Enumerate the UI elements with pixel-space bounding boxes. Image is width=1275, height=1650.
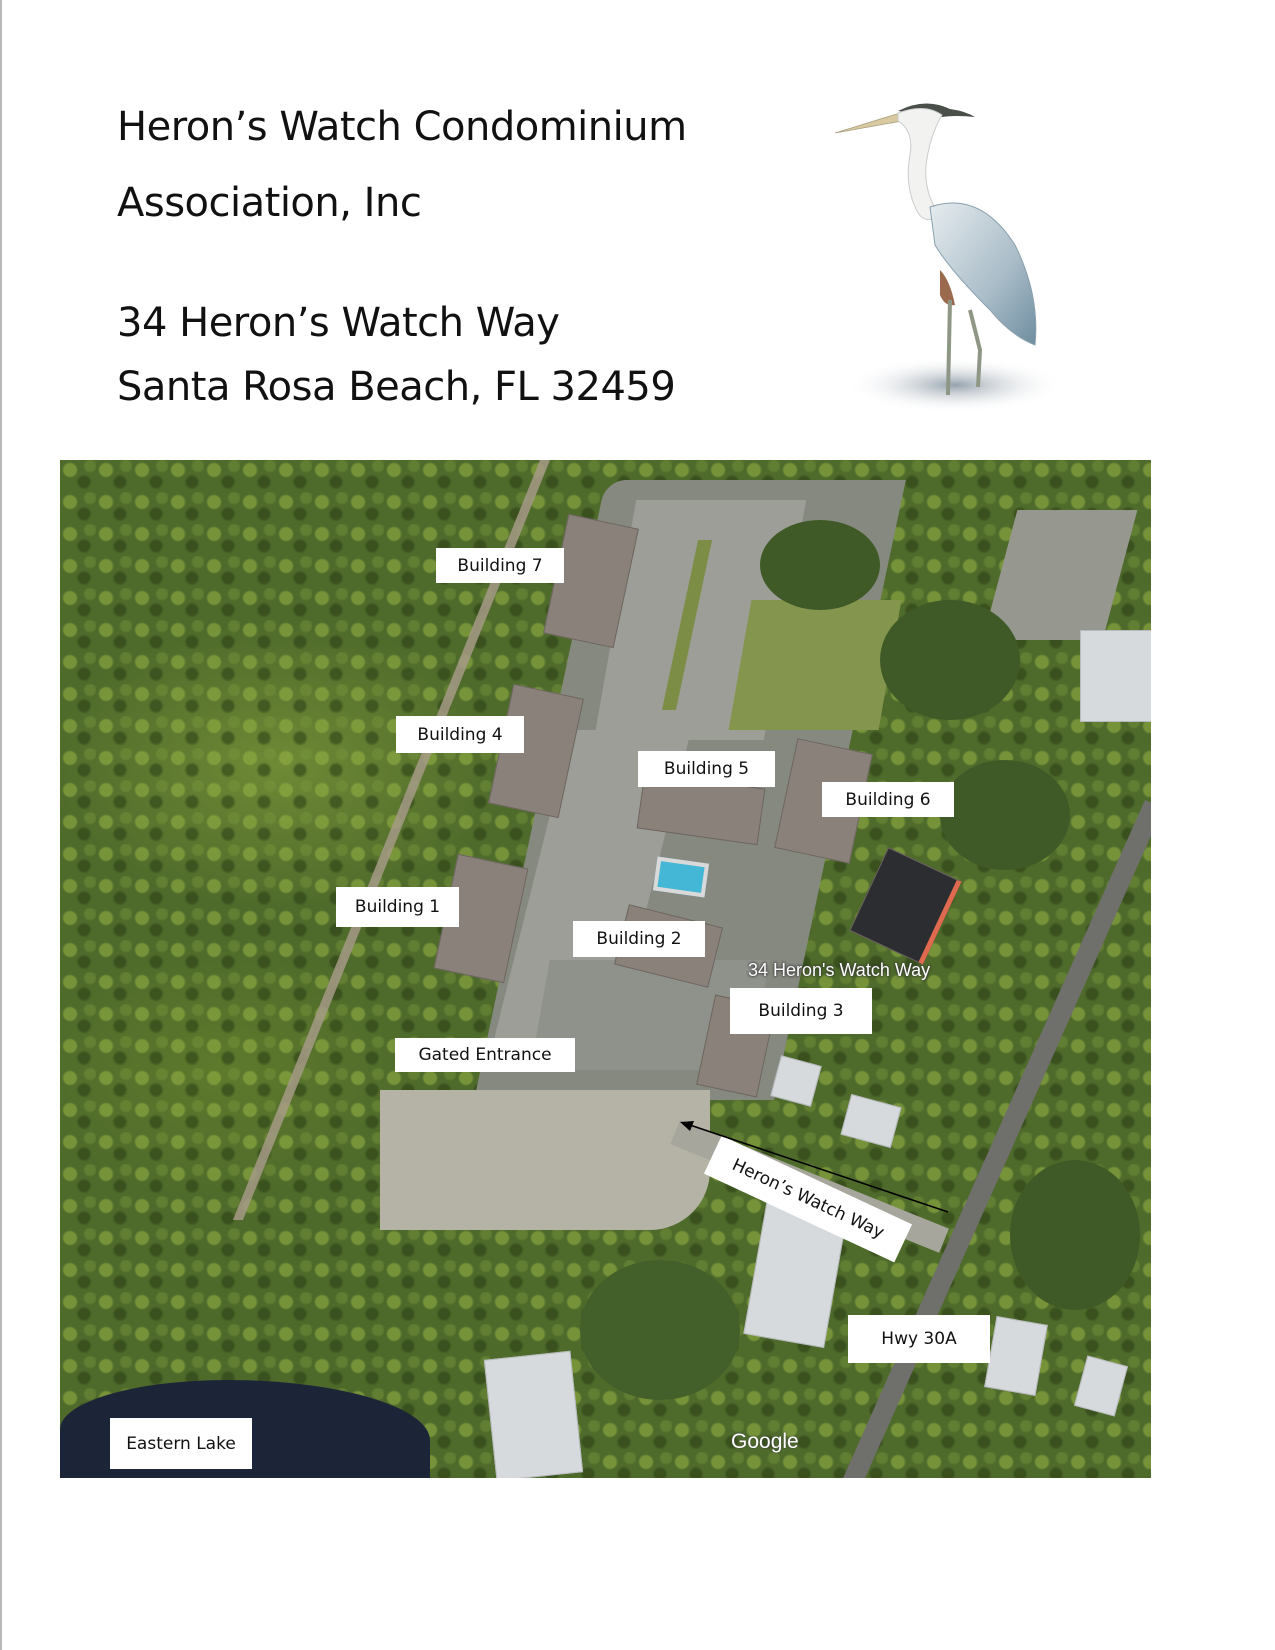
label-building-5: Building 5 xyxy=(638,751,775,787)
label-building-1: Building 1 xyxy=(336,887,459,927)
address-map-marker: 34 Heron's Watch Way xyxy=(748,960,931,980)
label-eastern-lake: Eastern Lake xyxy=(110,1418,252,1469)
page-left-border xyxy=(0,0,2,1650)
tree-cluster xyxy=(760,520,880,610)
tree-cluster xyxy=(1010,1160,1140,1310)
label-building-3: Building 3 xyxy=(730,988,872,1034)
page-title-line-1: Heron’s Watch Condominium xyxy=(117,104,687,150)
address-line-2: Santa Rosa Beach, FL 32459 xyxy=(117,364,676,410)
label-building-4: Building 4 xyxy=(396,716,524,753)
neighbor-building-blue xyxy=(1080,630,1151,722)
heron-illustration-icon xyxy=(834,103,1065,413)
label-hwy-30a: Hwy 30A xyxy=(848,1315,990,1363)
cleared-lot xyxy=(380,1090,710,1230)
label-gated-entrance: Gated Entrance xyxy=(395,1038,575,1072)
page-title-line-2: Association, Inc xyxy=(117,180,422,226)
label-building-2: Building 2 xyxy=(573,921,705,957)
tree-cluster xyxy=(880,600,1020,720)
satellite-map: 34 Heron's Watch Way Google xyxy=(60,460,1151,1478)
label-building-6: Building 6 xyxy=(822,782,954,817)
google-attribution: Google xyxy=(731,1430,799,1453)
tree-cluster xyxy=(580,1260,740,1400)
address-line-1: 34 Heron’s Watch Way xyxy=(117,300,560,346)
tree-cluster xyxy=(940,760,1070,870)
label-building-7: Building 7 xyxy=(436,548,564,583)
